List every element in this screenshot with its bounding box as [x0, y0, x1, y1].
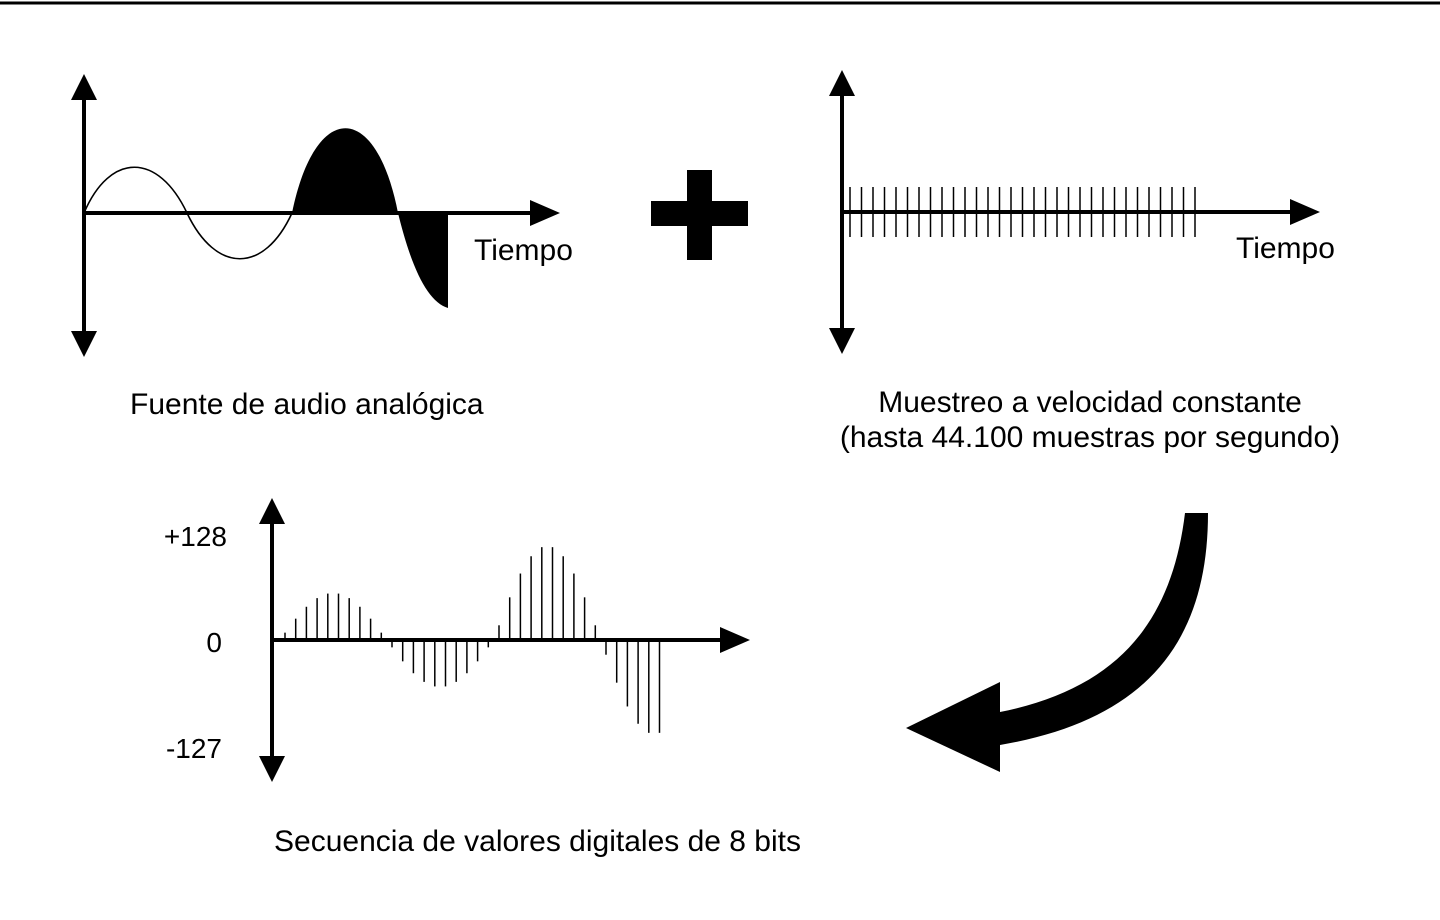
analog-time-arrow — [530, 200, 560, 226]
sampling-panel: Tiempo Muestreo a velocidad constante (h… — [829, 70, 1340, 454]
analog-wave-filled-negative — [398, 213, 448, 308]
analog-y-arrow-down — [71, 331, 97, 357]
analog-wave-filled-positive — [292, 128, 398, 213]
analog-y-arrow-up — [71, 74, 97, 100]
analog-time-label: Tiempo — [474, 234, 573, 267]
sampling-time-arrow — [1290, 199, 1320, 225]
digital-caption: Secuencia de valores digitales de 8 bits — [274, 825, 801, 858]
analog-panel: Tiempo Fuente de audio analógica — [71, 74, 573, 421]
digital-time-arrow — [720, 627, 750, 653]
analog-caption: Fuente de audio analógica — [130, 388, 484, 421]
sampling-time-label: Tiempo — [1236, 232, 1335, 265]
digital-panel: +128 0 -127 Secuencia de valores digital… — [164, 498, 801, 858]
sampling-caption-line1: Muestreo a velocidad constante — [878, 386, 1302, 419]
plus-icon — [651, 170, 748, 260]
digital-y-arrow-up — [259, 498, 285, 524]
digital-y-min-label: -127 — [166, 733, 222, 764]
sampling-y-arrow-down — [829, 328, 855, 354]
digital-sample-bars — [284, 547, 661, 733]
digital-y-max-label: +128 — [164, 521, 227, 552]
sampling-caption-line2: (hasta 44.100 muestras por segundo) — [840, 421, 1340, 454]
sampling-ticks — [849, 187, 1196, 237]
sampling-y-arrow-up — [829, 70, 855, 96]
digital-y-zero-label: 0 — [206, 627, 222, 658]
analog-wave-outline — [83, 166, 293, 260]
digital-y-arrow-down — [259, 756, 285, 782]
curved-arrow-icon — [906, 513, 1208, 772]
